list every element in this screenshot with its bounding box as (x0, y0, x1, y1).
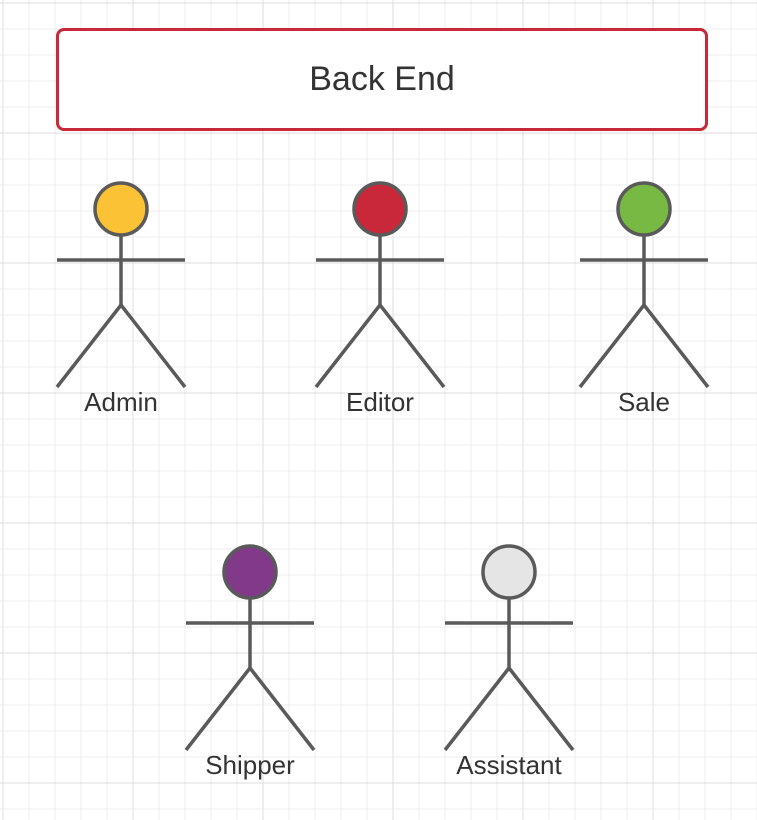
actor-label-sale: Sale (617, 387, 671, 417)
actor-editor (314, 181, 446, 389)
actor-label-assistant: Assistant (456, 750, 562, 780)
actor-sale (578, 181, 710, 389)
actor-label-editor: Editor (346, 387, 414, 417)
actor-left-leg (314, 303, 382, 389)
back-end-box: Back End (56, 28, 708, 131)
actor-left-leg (578, 303, 646, 389)
actor-left-leg (55, 303, 123, 389)
actor-assistant (443, 544, 575, 752)
actor-head (481, 544, 537, 600)
actor-left-leg (184, 666, 252, 752)
actor-right-leg (642, 303, 710, 389)
actor-label-shipper: Shipper (205, 750, 295, 780)
actor-right-leg (119, 303, 187, 389)
actor-right-leg (507, 666, 575, 752)
actor-head (616, 181, 672, 237)
actor-head (93, 181, 149, 237)
actor-right-leg (248, 666, 316, 752)
actor-label-admin: Admin (84, 387, 158, 417)
actor-head (222, 544, 278, 600)
actor-head (352, 181, 408, 237)
actor-left-leg (443, 666, 511, 752)
actor-shipper (184, 544, 316, 752)
actor-admin (55, 181, 187, 389)
actor-right-leg (378, 303, 446, 389)
back-end-title: Back End (309, 60, 455, 98)
